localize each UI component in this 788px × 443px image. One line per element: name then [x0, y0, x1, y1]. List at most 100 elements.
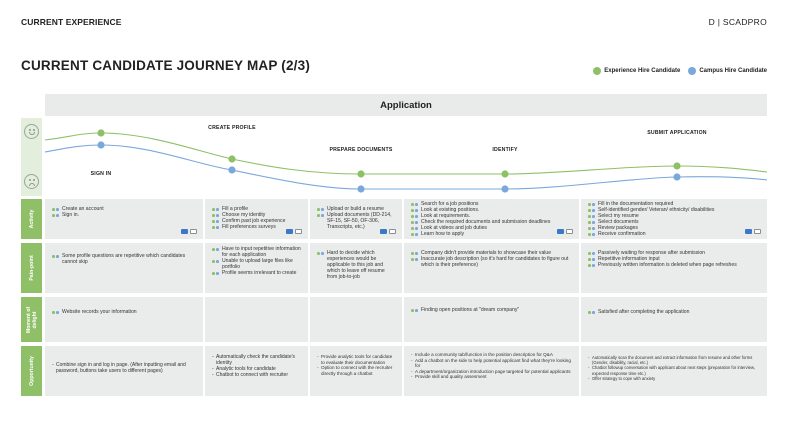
delight-cell-sign-in: Website records your information	[45, 297, 203, 342]
phase-header: Application	[45, 94, 767, 116]
experience-curve	[44, 132, 768, 175]
list-item: Select documents	[588, 219, 761, 225]
list-item: Fill preferences surveys	[212, 224, 302, 230]
list-item: Review packages	[588, 225, 761, 231]
desktop-icon	[557, 229, 564, 234]
campus-point-identify	[501, 185, 509, 193]
list-item: Upload or build a resume	[317, 206, 396, 212]
opportunity-cell-prepare-documents: Provide analytic tools for candidate to …	[310, 346, 402, 396]
row-label-moment-of-delight: Moment of delight	[21, 297, 42, 342]
row-label-pain-point: Pain-point	[21, 243, 42, 293]
delight-cell-prepare-documents	[310, 297, 402, 342]
desktop-icon	[745, 229, 752, 234]
experience-point-submit-application	[673, 162, 681, 170]
laptop-icon	[389, 229, 396, 234]
list-item: Confirm past job experience	[212, 218, 302, 224]
list-item: -Combine sign in and log in page. (After…	[52, 362, 186, 374]
list-item: Look at existing positions.	[411, 207, 573, 213]
list-item: Upload documents (DD-214, SF-15, SF-50, …	[317, 212, 396, 230]
list-item: Create an account	[52, 206, 197, 212]
list-item: Company didn't provide materials to show…	[411, 250, 573, 256]
legend-label: Campus Hire Candidate	[699, 68, 767, 74]
list-item: Inaccurate job description (so it's hard…	[411, 256, 573, 268]
list-item: Previously written information is delete…	[588, 262, 761, 268]
experience-point-create-profile	[228, 155, 236, 163]
desktop-icon	[286, 229, 293, 234]
opportunity-cell-submit-application: Automatically scan the document and extr…	[581, 346, 767, 396]
stage-label-submit-application: SUBMIT APPLICATION	[647, 130, 707, 136]
painpoint-cell-identify: Company didn't provide materials to show…	[404, 243, 579, 293]
device-icons	[745, 229, 761, 234]
opportunity-cell-identify: Include a community tab/function in the …	[404, 346, 579, 396]
list-item: Fill in the documentation required	[588, 201, 761, 207]
painpoint-cell-sign-in: Some profile questions are repetitive wh…	[45, 243, 203, 293]
laptop-icon	[190, 229, 197, 234]
painpoint-cell-create-profile: Have to input repetitive information for…	[205, 243, 308, 293]
list-item: Check the required documents and submiss…	[411, 219, 573, 225]
campus-point-create-profile	[228, 166, 236, 174]
list-item: Chatbot followup conversation with appli…	[588, 365, 761, 375]
laptop-icon	[566, 229, 573, 234]
list-item: Automatically check the candidate's iden…	[212, 354, 302, 366]
list-item: Profile seems irrelevant to create	[212, 270, 302, 276]
campus-point-submit-application	[673, 173, 681, 181]
emotion-column	[21, 118, 42, 196]
row-label-opportunity: Opportunity	[21, 346, 42, 396]
painpoint-cell-prepare-documents: Hard to decide which experiences would b…	[310, 243, 402, 293]
emotion-curve-chart	[44, 129, 768, 193]
device-icons	[557, 229, 573, 234]
device-icons	[380, 229, 396, 234]
list-item: Look at requirements.	[411, 213, 573, 219]
delight-cell-submit-application: Satisfied after completing the applicati…	[581, 297, 767, 342]
painpoint-cell-submit-application: Passively waiting for response after sub…	[581, 243, 767, 293]
list-item: Passively waiting for response after sub…	[588, 250, 761, 256]
stage-label-create-profile: CREATE PROFILE	[208, 125, 256, 131]
sad-face-icon	[24, 174, 39, 189]
list-item: Receive confirmation	[588, 231, 761, 237]
list-item: Chatbot to connect with recruiter	[212, 372, 302, 378]
list-item: Provide analytic tools for candidate to …	[317, 354, 396, 365]
list-item: Satisfied after completing the applicati…	[588, 309, 761, 315]
list-item: Hard to decide which experiences would b…	[317, 250, 396, 280]
legend-item-experience: Experience Hire Candidate	[593, 67, 680, 75]
campus-point-sign-in	[97, 141, 105, 149]
list-item: Learn how to apply	[411, 231, 573, 237]
opportunity-cell-create-profile: Automatically check the candidate's iden…	[205, 346, 308, 396]
campus-curve	[44, 144, 768, 190]
legend: Experience Hire Candidate Campus Hire Ca…	[593, 67, 767, 75]
laptop-icon	[754, 229, 761, 234]
list-item: Look at videos and job duties	[411, 225, 573, 231]
list-item: Have to input repetitive information for…	[212, 246, 302, 258]
list-item: Option to connect with the recruiter dir…	[317, 365, 396, 376]
list-item: Repetitive information input	[588, 256, 761, 262]
experience-dot-icon	[593, 67, 602, 75]
campus-dot-icon	[688, 67, 697, 75]
list-item: Include a community tab/function in the …	[411, 352, 573, 358]
list-item: Analytic tools for candidate	[212, 366, 302, 372]
legend-item-campus: Campus Hire Candidate	[688, 67, 767, 75]
list-item: Unable to upload large files like portfo…	[212, 258, 302, 270]
opportunity-cell-sign-in: -Combine sign in and log in page. (After…	[45, 346, 203, 396]
list-item: Offer strategy to cope with anxiety	[588, 376, 761, 381]
list-item: A department/organization introduction p…	[411, 369, 573, 375]
experience-point-prepare-documents	[357, 170, 365, 178]
experience-point-identify	[501, 170, 509, 178]
list-item: Sign in.	[52, 212, 197, 218]
desktop-icon	[181, 229, 188, 234]
list-item: Automatically scan the document and extr…	[588, 355, 761, 365]
desktop-icon	[380, 229, 387, 234]
list-item: Add a chatbot on the side to help potent…	[411, 358, 573, 369]
delight-cell-create-profile	[205, 297, 308, 342]
page-title: CURRENT CANDIDATE JOURNEY MAP (2/3)	[21, 58, 311, 73]
list-item: Self-identified gender/ Veteran/ ethnici…	[588, 207, 761, 213]
device-icons	[286, 229, 302, 234]
laptop-icon	[295, 229, 302, 234]
experience-point-sign-in	[97, 129, 105, 137]
stage-label-sign-in: SIGN IN	[90, 171, 112, 177]
stage-label-prepare-documents: PREPARE DOCUMENTS	[329, 147, 393, 153]
list-item: Website records your information	[52, 309, 197, 315]
